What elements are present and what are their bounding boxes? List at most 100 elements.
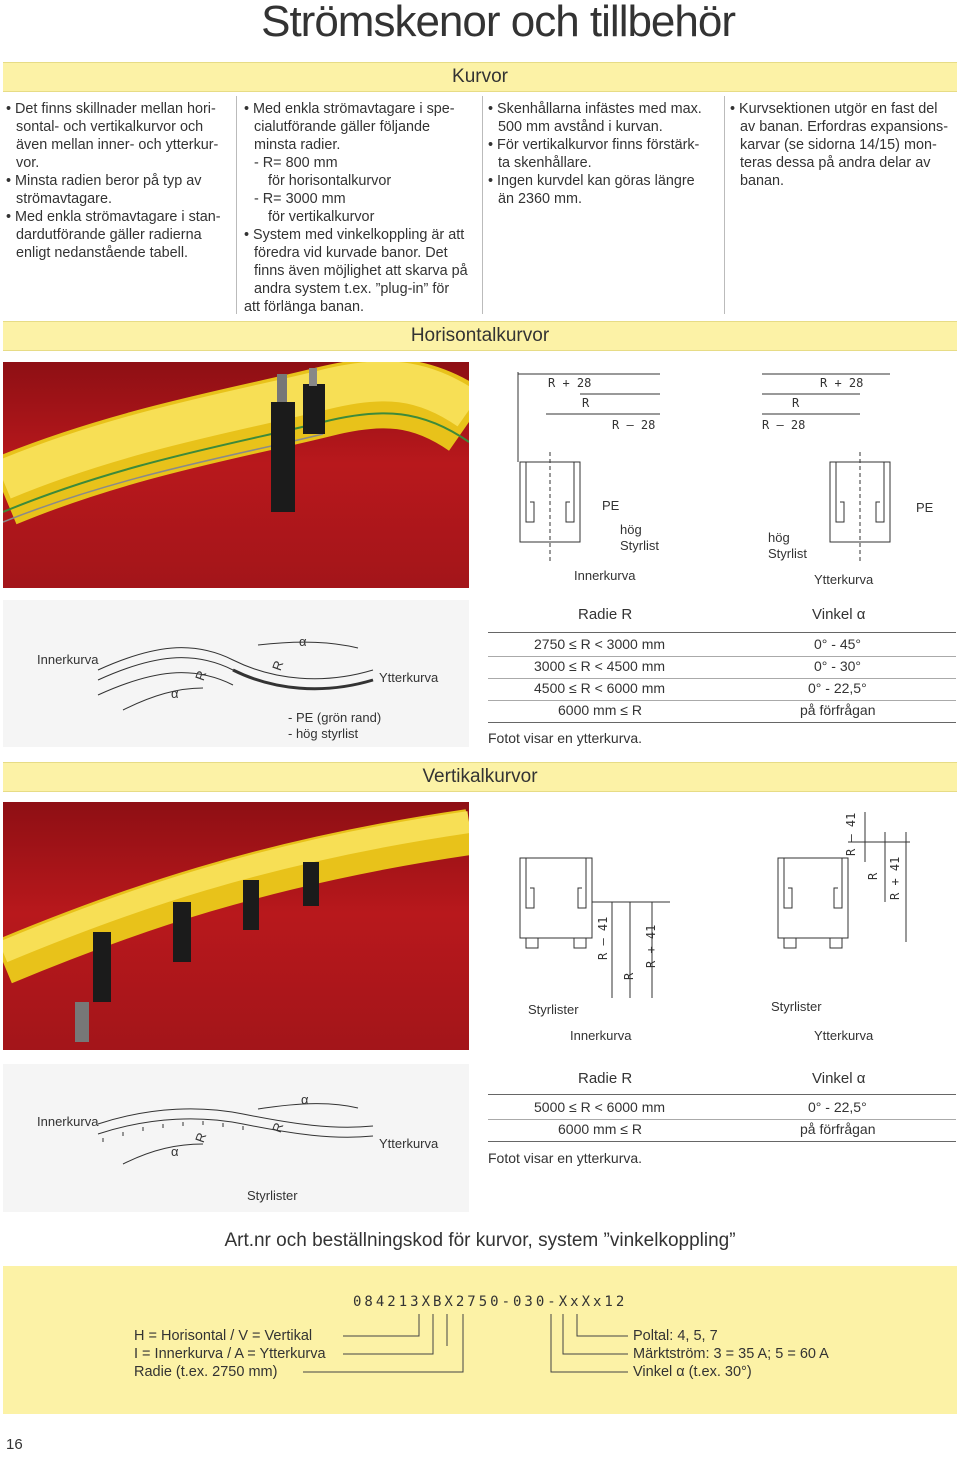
dimension-label: R – 28 bbox=[612, 418, 656, 432]
table-header-radie: Radie R bbox=[578, 1070, 633, 1087]
text-line: finns även möjlighet att skarva på bbox=[254, 263, 468, 279]
order-legend-left: Radie (t.ex. 2750 mm) bbox=[134, 1364, 278, 1380]
text-line: än 2360 mm. bbox=[498, 191, 582, 207]
text-line: att förlänga banan. bbox=[244, 299, 365, 315]
text-line: - R= 800 mm bbox=[254, 155, 338, 171]
curve-arc-drawing bbox=[97, 641, 374, 711]
text-column-4: • Kurvsektionen utgör en fast del av ban… bbox=[730, 100, 956, 190]
diagram-innerkurva: Innerkurva bbox=[37, 1114, 99, 1129]
section-title-artnr-wrap: Art.nr och beställningskod för kurvor, s… bbox=[3, 1228, 957, 1254]
alpha-label: α bbox=[171, 686, 179, 701]
horizontal-curve-illustration bbox=[3, 362, 469, 525]
table-cell: 4500 ≤ R < 6000 mm bbox=[534, 680, 666, 696]
text-line: • Det finns skillnader mellan hori- bbox=[6, 101, 216, 117]
table-rule bbox=[488, 656, 956, 657]
section-band-vertikalkurvor: Vertikalkurvor bbox=[3, 762, 957, 792]
page-number: 16 bbox=[6, 1436, 23, 1453]
text-line: teras dessa på andra delar av bbox=[740, 155, 931, 171]
horizontal-curve-diagram: Innerkurva Ytterkurva α α R R - PE (grön… bbox=[3, 600, 469, 747]
text-line: ta skenhållare. bbox=[498, 155, 592, 171]
horizontal-cross-section-drawings bbox=[517, 372, 891, 562]
text-line: karvar (se sidorna 14/15) mon- bbox=[740, 137, 937, 153]
vertical-curve-diagram: Innerkurva Ytterkurva α α R R Styrlister bbox=[3, 1064, 469, 1212]
ytterkurva-label: Ytterkurva bbox=[814, 572, 874, 587]
order-legend-left: I = Innerkurva / A = Ytterkurva bbox=[134, 1346, 326, 1362]
text-line: - R= 3000 mm bbox=[254, 191, 346, 207]
table-cell: 0° - 22,5° bbox=[808, 680, 867, 696]
dimension-label: R + 28 bbox=[820, 376, 864, 390]
text-line: • Minsta radien beror på typ av bbox=[6, 173, 202, 189]
note-pe: - PE (grön rand) bbox=[288, 710, 382, 725]
note-hog-styrlist: - hög styrlist bbox=[288, 726, 359, 741]
dimension-label: R bbox=[866, 872, 880, 880]
text-line: • Med enkla strömavtagare i spe- bbox=[244, 101, 455, 117]
text-line: föredra vid kurvade banor. Det bbox=[254, 245, 448, 261]
text-line: för horisontalkurvor bbox=[268, 173, 392, 189]
pe-label: PE bbox=[916, 500, 934, 515]
diagram-ytterkurva: Ytterkurva bbox=[379, 1136, 439, 1151]
table-rule bbox=[488, 700, 956, 701]
alpha-label: α bbox=[299, 634, 307, 649]
text-line: andra system t.ex. ”plug-in” för bbox=[254, 281, 450, 297]
alpha-label: α bbox=[301, 1092, 309, 1107]
vertical-cross-section-drawings bbox=[519, 812, 910, 998]
table-rule bbox=[488, 722, 956, 723]
table-rule bbox=[488, 1119, 956, 1120]
table-cell: 5000 ≤ R < 6000 mm bbox=[534, 1099, 666, 1115]
table-cell: 3000 ≤ R < 4500 mm bbox=[534, 658, 666, 674]
section-band-kurvor: Kurvor bbox=[3, 62, 957, 92]
table-cell: på förfrågan bbox=[800, 1121, 876, 1137]
styrlister-label: Styrlister bbox=[528, 1002, 579, 1017]
alpha-label: α bbox=[171, 1144, 179, 1159]
photo-note: Fotot visar en ytterkurva. bbox=[488, 1150, 643, 1166]
column-divider bbox=[724, 96, 725, 314]
text-column-1: • Det finns skillnader mellan hori- sont… bbox=[6, 100, 228, 262]
hog-label: hög bbox=[620, 522, 642, 537]
table-cell: 0° - 22,5° bbox=[808, 1099, 867, 1115]
dimension-label: R – 41 bbox=[844, 812, 858, 856]
order-code: 084213XBX2750-030-XxXx12 bbox=[353, 1294, 628, 1310]
text-line: cialutförande gäller följande bbox=[254, 119, 431, 135]
order-legend-left: H = Horisontal / V = Vertikal bbox=[134, 1328, 313, 1344]
horizontal-curve-photo bbox=[3, 362, 469, 588]
table-rule bbox=[488, 678, 956, 679]
text-line: minsta radier. bbox=[254, 137, 341, 153]
hog-label: hög bbox=[768, 530, 790, 545]
dimension-label: R – 28 bbox=[762, 418, 806, 432]
vertical-curve-photo bbox=[3, 802, 469, 1050]
curve-arc-drawing bbox=[97, 1103, 374, 1165]
text-line: för vertikalkurvor bbox=[268, 209, 375, 225]
dimension-label: R + 41 bbox=[644, 924, 658, 968]
text-line: 500 mm avstånd i kurvan. bbox=[498, 119, 663, 135]
order-code-box: 084213XBX2750-030-XxXx12 H = Horisontal … bbox=[3, 1266, 957, 1414]
table-header-vinkel: Vinkel α bbox=[812, 1070, 866, 1087]
table-rule bbox=[488, 1141, 956, 1142]
text-line: dardutförande gäller radierna bbox=[16, 227, 202, 243]
section-title-kurvor: Kurvor bbox=[452, 66, 508, 87]
styrlist-label: Styrlist bbox=[768, 546, 807, 561]
order-legend-right: Märktström: 3 = 35 A; 5 = 60 A bbox=[633, 1346, 829, 1362]
dimension-label: R – 41 bbox=[596, 916, 610, 960]
photo-note: Fotot visar en ytterkurva. bbox=[488, 730, 643, 746]
text-line: banan. bbox=[740, 173, 785, 189]
diagram-innerkurva: Innerkurva bbox=[37, 652, 99, 667]
innerkurva-label: Innerkurva bbox=[574, 568, 636, 583]
innerkurva-label: Innerkurva bbox=[570, 1028, 632, 1043]
table-cell: 0° - 30° bbox=[814, 658, 861, 674]
order-legend-right: Poltal: 4, 5, 7 bbox=[633, 1328, 718, 1344]
text-line: vor. bbox=[16, 155, 40, 171]
text-line: • System med vinkelkoppling är att bbox=[244, 227, 465, 243]
text-line: • Kurvsektionen utgör en fast del bbox=[730, 101, 938, 117]
text-column-2: • Med enkla strömavtagare i spe- cialutf… bbox=[244, 100, 476, 316]
text-line: av banan. Erfordras expansions- bbox=[740, 119, 948, 135]
text-line: • För vertikalkurvor finns förstärk- bbox=[488, 137, 700, 153]
text-line: enligt nedanstående tabell. bbox=[16, 245, 189, 261]
dimension-label: R bbox=[622, 972, 636, 980]
dimension-label: R + 28 bbox=[548, 376, 592, 390]
styrlister-label: Styrlister bbox=[771, 999, 822, 1014]
table-cell: 2750 ≤ R < 3000 mm bbox=[534, 636, 666, 652]
dimension-label: R bbox=[582, 396, 590, 410]
text-line: sontal- och vertikalkurvor och bbox=[16, 119, 204, 135]
section-band-horisontalkurvor: Horisontalkurvor bbox=[3, 321, 957, 351]
text-line: • Med enkla strömavtagare i stan- bbox=[6, 209, 221, 225]
